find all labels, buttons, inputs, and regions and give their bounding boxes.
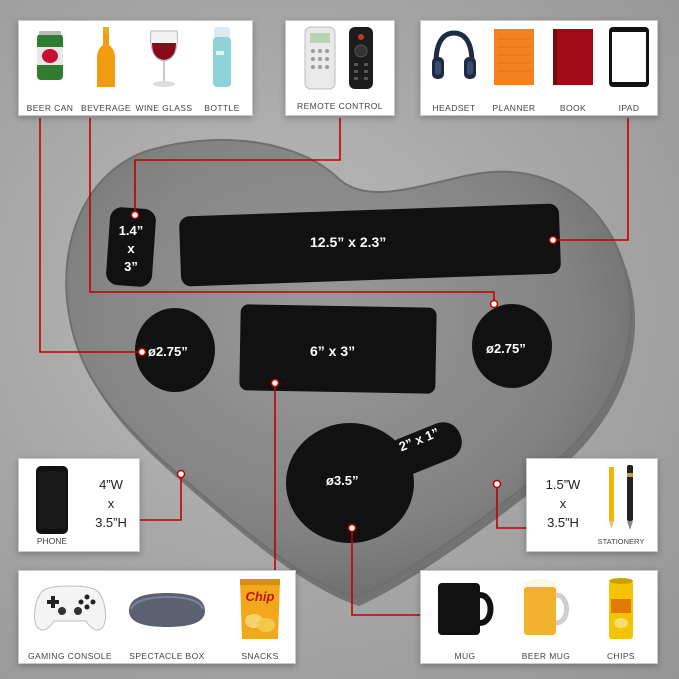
item-headset: HEADSET [427, 25, 481, 113]
stationery-dims: 1.5”W x 3.5”H [545, 477, 581, 530]
slot-small-dims: 1.4” x 3” [118, 223, 144, 274]
slot-small [106, 207, 156, 287]
cup-big-dims: ø3.5” [326, 473, 359, 488]
mid-left-panel: PHONE 4”W x 3.5”H [18, 458, 140, 552]
item-mug: MUG [427, 575, 503, 661]
stationery-label: STATIONERY [597, 537, 645, 546]
item-beer-can: BEER CAN [25, 25, 75, 113]
remote-control-label: REMOTE CONTROL [297, 101, 383, 111]
mug-icon [438, 583, 494, 635]
cup-big [286, 423, 414, 543]
slot-rect [239, 304, 437, 394]
cup-left [135, 308, 215, 392]
bottom-left-panel: GAMING CONSOLE SPECTACLE BOX Chip SNACKS [18, 570, 296, 664]
item-spectacle-box: SPECTACLE BOX [119, 575, 215, 661]
planner-icon [494, 29, 534, 85]
phone-icon [36, 466, 68, 534]
bottom-right-panel: MUG BEER MUG CHIPS [420, 570, 658, 664]
chips-bag-icon: Chip [240, 579, 280, 639]
phone-dims: 4”W x 3.5”H [95, 477, 127, 530]
top-center-panel: REMOTE CONTROL [285, 20, 395, 116]
item-ipad: IPAD [603, 25, 655, 113]
remote-control-icon [304, 26, 373, 90]
headset-icon [432, 30, 476, 79]
item-wine-glass: WINE GLASS [136, 25, 192, 113]
slot-long [179, 203, 561, 287]
ipad-icon [609, 27, 649, 87]
chip-brand-text: Chip [246, 589, 275, 604]
cup-right-dims: ø2.75” [486, 341, 526, 356]
book-icon [553, 29, 593, 85]
phone-label: PHONE [36, 536, 68, 546]
cup-left-dims: ø2.75” [148, 344, 188, 359]
item-planner: PLANNER [487, 25, 541, 113]
chips-tube-icon [609, 578, 633, 639]
pencil-pen-icon [609, 465, 633, 530]
water-bottle-icon [213, 27, 231, 87]
item-book: BOOK [547, 25, 599, 113]
top-left-panel: BEER CAN BEVERAGE WINE GLASS [18, 20, 253, 116]
item-beverage: BEVERAGE [81, 25, 131, 113]
handle-slot [386, 422, 462, 476]
cup-right [472, 304, 552, 388]
item-chips: CHIPS [589, 575, 653, 661]
gamepad-icon [33, 585, 107, 631]
slot-long-dims: 12.5” x 2.3” [310, 234, 387, 250]
callout-lines [39, 118, 629, 616]
beer-can-icon [37, 31, 63, 80]
glasses-case-icon [129, 593, 205, 627]
slot-rect-dims: 6” x 3” [310, 343, 356, 359]
top-right-panel: HEADSET PLANNER BOOK [420, 20, 658, 116]
item-gaming-console: GAMING CONSOLE [25, 575, 115, 661]
beer-mug-icon [522, 579, 569, 635]
item-beer-mug: BEER MUG [509, 575, 583, 661]
wine-glass-icon [150, 30, 178, 87]
item-bottle: BOTTLE [197, 25, 247, 113]
item-snacks: Chip SNACKS [229, 575, 291, 661]
callout-dots [130, 210, 558, 533]
beverage-bottle-icon [97, 27, 115, 87]
mid-right-panel: 1.5”W x 3.5”H STATIONERY [526, 458, 658, 552]
